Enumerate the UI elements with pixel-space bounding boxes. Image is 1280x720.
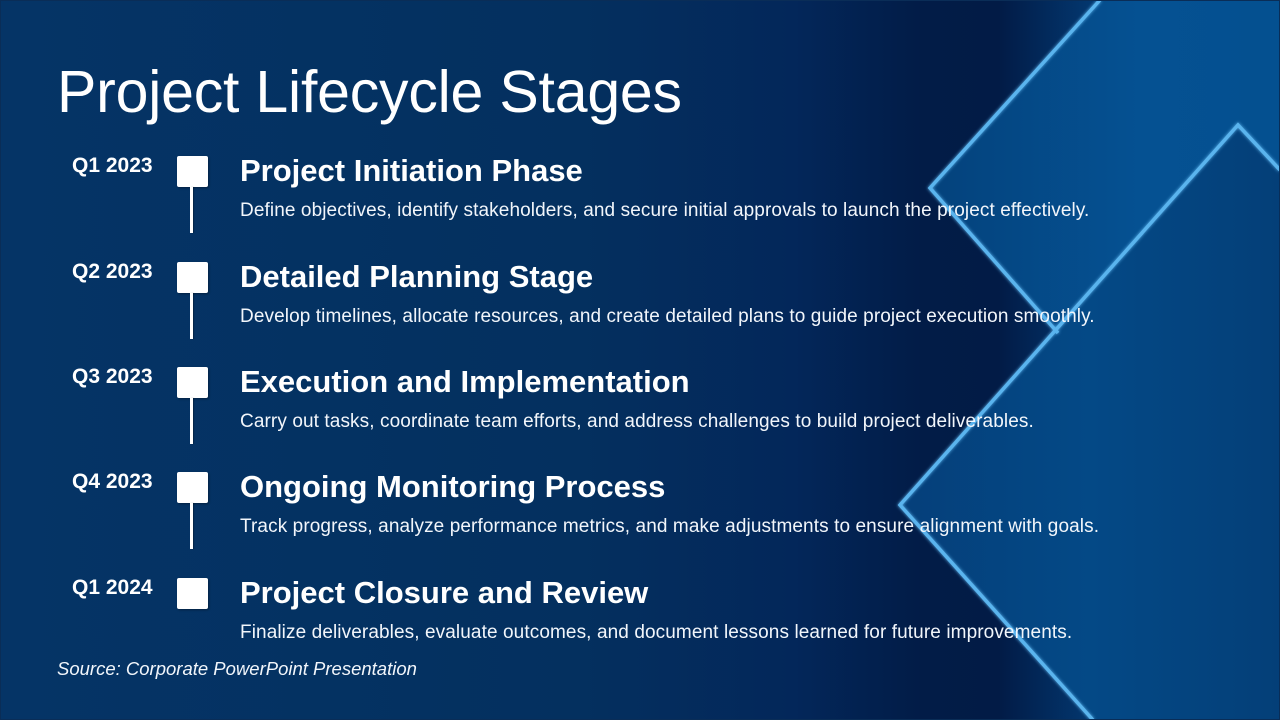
timeline-connector-line xyxy=(190,398,193,444)
stage-description: Finalize deliverables, evaluate outcomes… xyxy=(240,622,1073,643)
source-citation: Source: Corporate PowerPoint Presentatio… xyxy=(57,658,417,679)
timeline-stage: Q2 2023 Detailed Planning Stage Develop … xyxy=(0,259,1280,359)
stage-description: Define objectives, identify stakeholders… xyxy=(240,200,1090,221)
timeline-stage: Q1 2023 Project Initiation Phase Define … xyxy=(0,153,1280,253)
stage-title: Ongoing Monitoring Process xyxy=(240,469,666,504)
timeline-marker-square xyxy=(177,262,208,293)
stage-description: Develop timelines, allocate resources, a… xyxy=(240,306,1095,327)
timeline-marker-square xyxy=(177,367,208,398)
timeline-marker-square xyxy=(177,156,208,187)
slide-title: Project Lifecycle Stages xyxy=(57,59,682,125)
stage-date: Q2 2023 xyxy=(72,260,153,283)
stage-title: Detailed Planning Stage xyxy=(240,259,594,294)
upper-diamond-outline xyxy=(927,0,1102,335)
stage-date: Q1 2023 xyxy=(72,154,153,177)
timeline-connector-line xyxy=(190,293,193,339)
timeline-marker-square xyxy=(177,472,208,503)
timeline-marker-square xyxy=(177,578,208,609)
stage-description: Track progress, analyze performance metr… xyxy=(240,516,1100,537)
timeline-stage: Q3 2023 Execution and Implementation Car… xyxy=(0,364,1280,464)
lower-diamond-outline xyxy=(897,122,1280,720)
stage-description: Carry out tasks, coordinate team efforts… xyxy=(240,411,1034,432)
timeline-stage: Q1 2024 Project Closure and Review Final… xyxy=(0,575,1280,675)
stage-title: Project Initiation Phase xyxy=(240,153,583,188)
stage-title: Project Closure and Review xyxy=(240,575,649,610)
timeline-connector-line xyxy=(190,503,193,549)
lower-diamond-fill xyxy=(900,125,1280,720)
upper-diamond-fill xyxy=(930,0,1280,330)
stage-date: Q4 2023 xyxy=(72,470,153,493)
stage-title: Execution and Implementation xyxy=(240,364,690,399)
timeline-stage: Q4 2023 Ongoing Monitoring Process Track… xyxy=(0,469,1280,569)
stage-date: Q1 2024 xyxy=(72,576,153,599)
timeline-connector-line xyxy=(190,187,193,233)
stage-date: Q3 2023 xyxy=(72,365,153,388)
